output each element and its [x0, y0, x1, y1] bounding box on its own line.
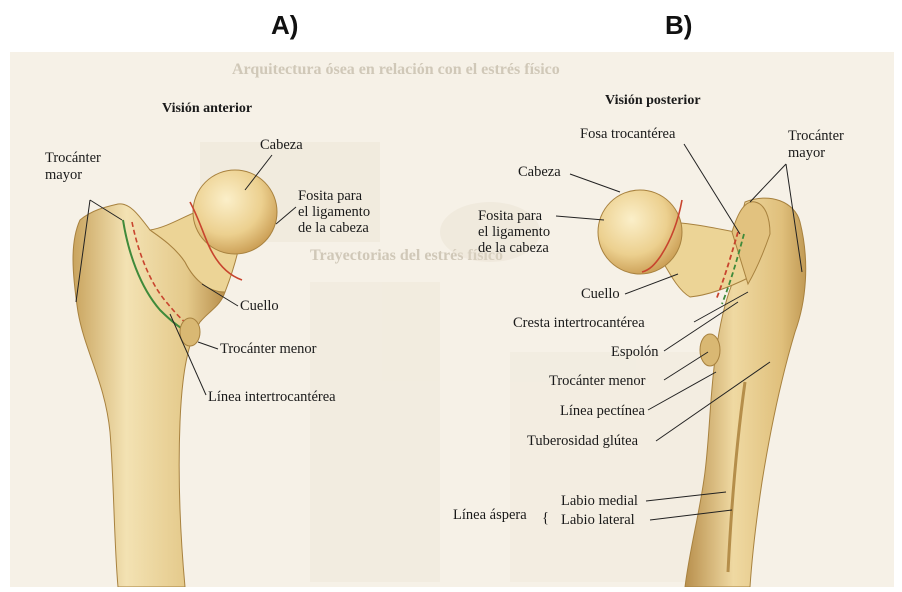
linea-aspera-brace: { [542, 510, 549, 526]
background-title: Arquitectura ósea en relación con el est… [232, 61, 560, 78]
panel-label-a: A) [271, 10, 298, 41]
label-a-intertrochanteric-line: Línea intertrocantérea [208, 389, 336, 405]
label-b-fovea-1: Fosita para [478, 208, 543, 224]
label-b-fovea-2: el ligamento [478, 224, 550, 240]
label-a-fovea-1: Fosita para [298, 188, 363, 204]
femur-illustration: Arquitectura ósea en relación con el est… [10, 52, 894, 587]
label-b-trochanter-major-1: Trocánter [788, 128, 844, 144]
label-b-trochanter-minor: Trocánter menor [549, 373, 646, 389]
label-a-trochanter-major-2: mayor [45, 167, 82, 183]
label-b-head: Cabeza [518, 164, 561, 180]
label-b-trochanter-major-2: mayor [788, 145, 825, 161]
heading-anterior: Visión anterior [162, 101, 252, 116]
label-b-pectineal-line: Línea pectínea [560, 403, 645, 419]
femoral-head-posterior [598, 190, 682, 274]
label-b-trochanteric-fossa: Fosa trocantérea [580, 126, 676, 142]
label-a-fovea-2: el ligamento [298, 204, 370, 220]
panel-label-b: B) [665, 10, 692, 41]
label-b-neck: Cuello [581, 286, 620, 302]
label-b-gluteal-tuberosity: Tuberosidad glútea [527, 433, 639, 449]
label-b-fovea-3: de la cabeza [478, 240, 549, 256]
label-b-lateral-lip: Labio lateral [561, 512, 635, 528]
femoral-head-anterior [193, 170, 277, 254]
label-b-medial-lip: Labio medial [561, 493, 638, 509]
label-a-trochanter-major-1: Trocánter [45, 150, 101, 166]
label-a-fovea-3: de la cabeza [298, 220, 369, 236]
label-a-neck: Cuello [240, 298, 279, 314]
label-b-spur: Espolón [611, 344, 659, 360]
label-a-head: Cabeza [260, 137, 303, 153]
heading-posterior: Visión posterior [605, 93, 701, 108]
label-a-trochanter-minor: Trocánter menor [220, 341, 317, 357]
femur-diagram: Arquitectura ósea en relación con el est… [10, 52, 894, 587]
label-b-intertrochanteric-crest: Cresta intertrocantérea [513, 315, 645, 331]
label-b-linea-aspera: Línea áspera [453, 507, 527, 523]
